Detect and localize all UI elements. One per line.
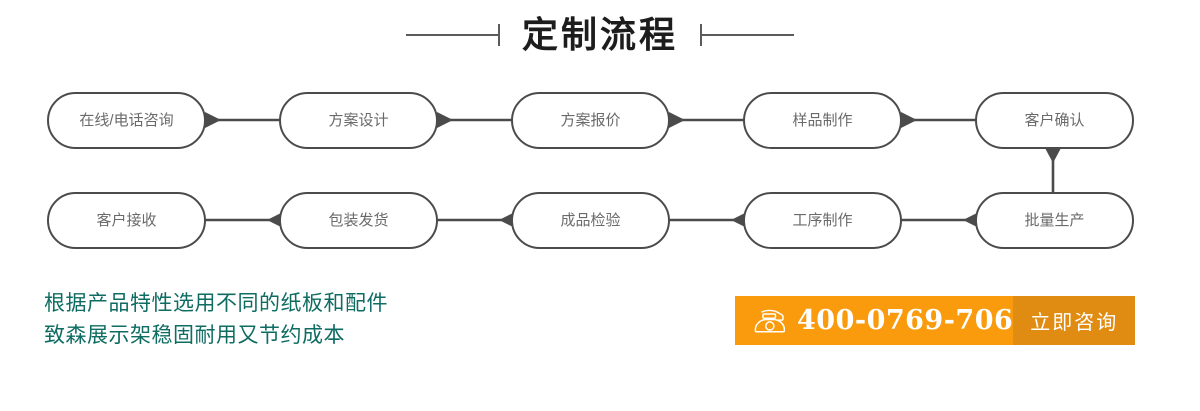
- flow-node-label: 样品制作: [792, 112, 852, 129]
- flow-node-label: 方案设计: [328, 111, 388, 129]
- rule-line-right-icon: [700, 24, 794, 46]
- flow-node-label: 批量生产: [1024, 212, 1084, 229]
- flow-node-row2-2[interactable]: 成品检验: [511, 192, 670, 249]
- flow-node-row1-4[interactable]: 客户确认: [975, 92, 1134, 149]
- page-title: 定制流程: [521, 14, 678, 56]
- flow-node-label: 成品检验: [560, 212, 620, 229]
- tagline: 根据产品特性选用不同的纸板和配件 致森展示架稳固耐用又节约成本: [44, 288, 388, 352]
- section-header: 定制流程: [0, 4, 1200, 66]
- process-flow-diagram: 在线/电话咨询 方案设计 方案报价 样品制作 客户确认 客户接收: [0, 70, 1200, 270]
- consult-now-label: 立即咨询: [1030, 312, 1119, 334]
- flow-node-label: 在线/电话咨询: [79, 112, 173, 129]
- flow-node-row2-0[interactable]: 客户接收: [47, 192, 206, 249]
- consult-now-button[interactable]: 立即咨询: [1013, 296, 1136, 345]
- flow-node-label: 方案报价: [560, 111, 620, 129]
- flow-node-label: 客户确认: [1024, 112, 1084, 129]
- row1-connectors: [205, 112, 979, 128]
- tagline-line-1: 根据产品特性选用不同的纸板和配件: [44, 292, 388, 315]
- cta-phone-number: 400-0769-706: [797, 305, 1014, 336]
- flow-node-label: 工序制作: [792, 212, 852, 229]
- bottom-bar: 根据产品特性选用不同的纸板和配件 致森展示架稳固耐用又节约成本 400-0769…: [0, 280, 1200, 370]
- flow-node-row2-1[interactable]: 包装发货: [279, 192, 438, 249]
- flow-node-label: 客户接收: [96, 212, 156, 229]
- telephone-icon: [754, 309, 785, 332]
- flow-node-label: 包装发货: [328, 212, 388, 229]
- row2-connectors: [205, 212, 979, 228]
- flow-node-row2-4[interactable]: 批量生产: [975, 192, 1134, 249]
- contact-cta[interactable]: 400-0769-706 立即咨询: [735, 296, 1136, 345]
- tagline-line-2: 致森展示架稳固耐用又节约成本: [44, 324, 345, 347]
- flow-node-row2-3[interactable]: 工序制作: [743, 192, 902, 249]
- flow-node-row1-3[interactable]: 样品制作: [743, 92, 902, 149]
- cta-phone-block: 400-0769-706: [735, 296, 1014, 345]
- flow-node-row1-1[interactable]: 方案设计: [279, 92, 438, 149]
- flow-node-row1-0[interactable]: 在线/电话咨询: [47, 92, 206, 149]
- rule-line-left-icon: [405, 24, 500, 46]
- flow-node-row1-2[interactable]: 方案报价: [511, 92, 670, 149]
